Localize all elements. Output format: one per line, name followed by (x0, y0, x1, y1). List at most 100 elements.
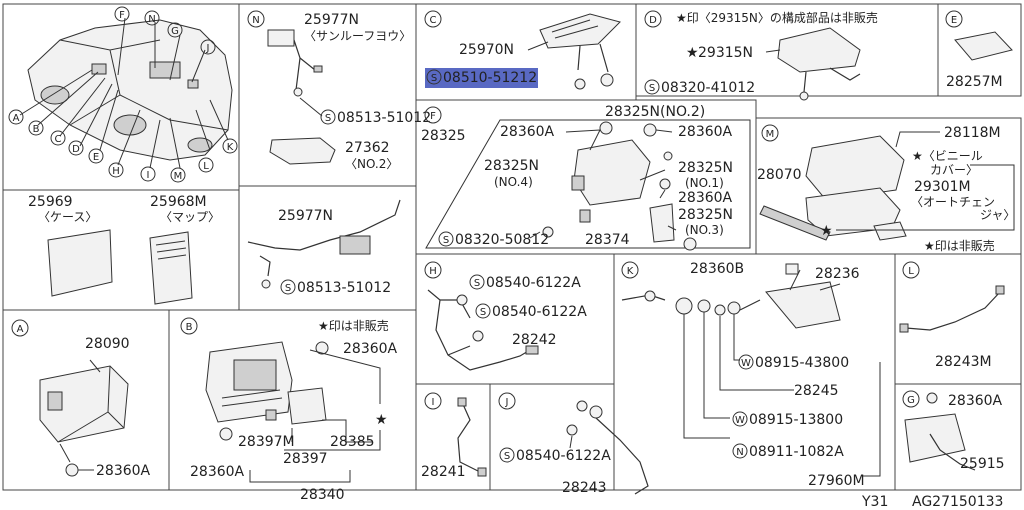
svg-text:★〈ビニール: ★〈ビニール (912, 149, 983, 163)
svg-text:28325N(NO.2): 28325N(NO.2) (605, 104, 705, 120)
svg-text:W: W (741, 358, 751, 369)
svg-text:F: F (430, 111, 436, 122)
svg-text:S: S (480, 307, 486, 318)
section-j: J S 08540-6122A 28243 (498, 392, 649, 496)
pad-28257M (954, 31, 1013, 61)
svg-text:28257M: 28257M (946, 74, 1003, 90)
car-label-j: J (206, 43, 210, 54)
bracket-28070 (759, 205, 831, 241)
svg-text:28325N: 28325N (678, 207, 733, 223)
svg-text:28385: 28385 (330, 434, 375, 450)
svg-text:S: S (649, 83, 655, 94)
case-25969 (47, 229, 113, 297)
svg-text:25970N: 25970N (459, 42, 514, 58)
car-label-b: B (33, 124, 40, 135)
svg-text:08320-41012: 08320-41012 (661, 80, 755, 96)
svg-text:08540-6122A: 08540-6122A (492, 304, 587, 320)
svg-text:28118M: 28118M (944, 125, 1001, 141)
console-29315N (777, 27, 861, 73)
svg-text:08915-43800: 08915-43800 (755, 355, 849, 371)
section-b: B ★印は非販売 28360A ★ 28397M 28385 28360A 28… (180, 317, 398, 503)
unit-25915 (904, 413, 966, 463)
section-n: N 25977N 〈サンルーフヨウ〉 S 08513-51012 27362 〈… (247, 10, 431, 296)
svg-text:28397M: 28397M (238, 434, 295, 450)
svg-text:★: ★ (375, 412, 388, 428)
svg-text:28245: 28245 (794, 383, 839, 399)
svg-text:28242: 28242 (512, 332, 557, 348)
section-c: C 25970N S 08510-51212 (424, 10, 621, 90)
bracket-27362 (269, 137, 336, 165)
svg-text:S: S (443, 235, 449, 246)
svg-text:〈サンルーフヨウ〉: 〈サンルーフヨウ〉 (304, 29, 411, 43)
svg-text:08513-51012: 08513-51012 (337, 110, 431, 126)
panel-frames (2, 3, 1022, 491)
svg-text:28360A: 28360A (96, 463, 151, 479)
svg-text:D: D (649, 15, 657, 26)
car-label-f: F (119, 10, 125, 21)
svg-text:B: B (186, 322, 193, 333)
svg-text:28397: 28397 (283, 451, 328, 467)
svg-text:ジャ〉: ジャ〉 (980, 208, 1015, 222)
svg-text:S: S (431, 73, 437, 84)
svg-text:28325: 28325 (421, 128, 466, 144)
svg-text:K: K (627, 266, 634, 277)
svg-text:〈NO.2〉: 〈NO.2〉 (345, 157, 398, 171)
svg-text:27960M: 27960M (808, 473, 865, 489)
svg-text:〈オートチェン: 〈オートチェン (911, 195, 995, 209)
section-d: D ★印〈29315N〉の構成部品は非販売 ★ 29315N S 08320-4… (644, 10, 878, 101)
car-label-c: C (55, 134, 62, 145)
svg-text:M: M (766, 129, 775, 140)
svg-text:08540-6122A: 08540-6122A (516, 448, 611, 464)
section-a: A 28090 28360A (11, 319, 151, 479)
section-k: K 28360B 28236 W 08915-43800 28245 W 089… (621, 261, 881, 489)
svg-text:27362: 27362 (345, 140, 390, 156)
svg-text:08911-1082A: 08911-1082A (749, 444, 844, 460)
svg-text:S: S (285, 283, 291, 294)
svg-text:28325N: 28325N (484, 158, 539, 174)
section-g: G 28360A 25915 (902, 390, 1005, 472)
svg-text:★印は非販売: ★印は非販売 (924, 238, 995, 253)
svg-text:S: S (504, 451, 510, 462)
svg-text:28374: 28374 (585, 232, 630, 248)
svg-text:08915-13800: 08915-13800 (749, 412, 843, 428)
svg-text:25968M: 25968M (150, 194, 207, 210)
svg-text:(NO.1): (NO.1) (685, 176, 724, 190)
svg-text:J: J (505, 397, 509, 408)
svg-text:カバー〉: カバー〉 (930, 163, 978, 177)
svg-text:★: ★ (820, 223, 833, 239)
svg-text:28090: 28090 (85, 336, 130, 352)
svg-text:C: C (430, 15, 437, 26)
cd-changer-cover (805, 135, 905, 201)
car-label-h: H (112, 166, 120, 177)
svg-text:〈マップ〉: 〈マップ〉 (160, 210, 220, 224)
svg-text:W: W (735, 415, 745, 426)
section-e: E 28257M (945, 10, 1013, 90)
svg-text:25915: 25915 (960, 456, 1005, 472)
svg-text:G: G (907, 395, 915, 406)
svg-text:★印〈29315N〉の構成部品は非販売: ★印〈29315N〉の構成部品は非販売 (676, 10, 878, 25)
svg-text:28236: 28236 (815, 266, 860, 282)
svg-text:28360A: 28360A (500, 124, 555, 140)
car-label-n: N (148, 14, 155, 25)
section-m: M 28118M 28070 ★〈ビニール カバー〉 29301M 〈オートチェ… (757, 124, 1015, 253)
svg-text:28070: 28070 (757, 167, 802, 183)
svg-text:28360A: 28360A (678, 190, 733, 206)
car-label-g: G (171, 26, 179, 37)
section-f: F 28325 28325N(NO.2) 28360A 28360A 28325… (421, 104, 751, 251)
svg-text:08320-50812: 08320-50812 (455, 232, 549, 248)
svg-text:29315N: 29315N (698, 45, 753, 61)
sunroof-harness-connector (267, 29, 295, 47)
svg-text:(NO.4): (NO.4) (494, 175, 533, 189)
car-label-l: L (203, 161, 209, 172)
svg-text:L: L (908, 266, 914, 277)
svg-text:★: ★ (686, 45, 699, 61)
svg-text:25969: 25969 (28, 194, 73, 210)
svg-text:29301M: 29301M (914, 179, 971, 195)
svg-text:28325N: 28325N (678, 160, 733, 176)
car-label-e: E (93, 152, 99, 163)
svg-text:★印は非販売: ★印は非販売 (318, 318, 389, 333)
svg-text:28340: 28340 (300, 487, 345, 503)
svg-text:E: E (951, 15, 957, 26)
svg-text:S: S (474, 278, 480, 289)
